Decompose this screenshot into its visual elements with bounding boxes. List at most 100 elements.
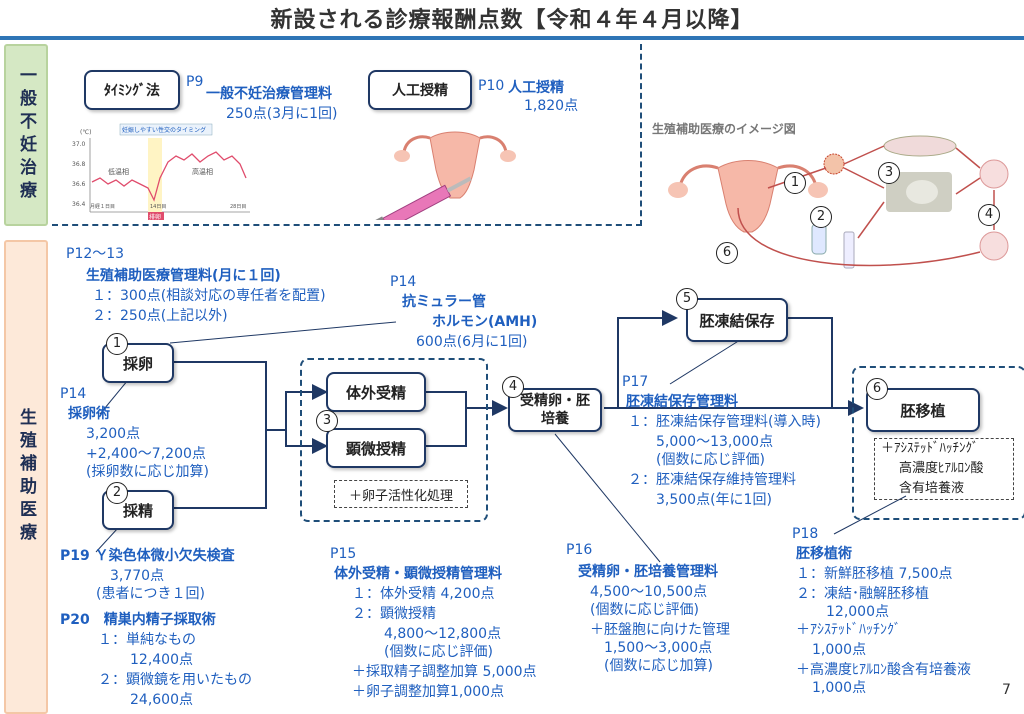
- oocyte-activation-box: ＋卵子活性化処理: [334, 480, 468, 508]
- p17-line3: (個数に応じ評価): [656, 452, 765, 468]
- p19-title-text: Ｙ染色体微小欠失検査: [94, 548, 235, 564]
- p16-line4: 1,500～3,000点: [604, 640, 713, 656]
- p17-line5: 3,500点(年に1回): [656, 492, 772, 508]
- chart-ticks: 37.0 36.8 36.6 36.4: [72, 141, 86, 208]
- timing-page: P9: [186, 74, 204, 90]
- transfer-extra-1: ＋ｱｼｽﾃｯﾄﾞﾊｯﾁﾝｸﾞ: [881, 441, 979, 456]
- p18-line4: ＋ｱｼｽﾃｯﾄﾞﾊｯﾁﾝｸﾞ: [796, 622, 901, 638]
- num-2: 2: [106, 482, 128, 504]
- timing-title: 一般不妊治療管理料: [206, 86, 332, 102]
- icsi-node: 顕微授精: [326, 428, 426, 468]
- svg-text:36.8: 36.8: [72, 161, 86, 168]
- num-4-img: 4: [978, 204, 1000, 226]
- p16-line2: (個数に応じ評価): [590, 602, 699, 618]
- p14-retrieval-line3: (採卵数に応じ加算): [86, 464, 209, 480]
- p17-line4: ２：胚凍結保存維持管理料: [628, 472, 796, 488]
- p14-retrieval-line1: 3,200点: [86, 426, 141, 442]
- transfer-extra-2: 高濃度ﾋｱﾙﾛﾝ酸: [899, 461, 984, 476]
- num-5: 5: [676, 288, 698, 310]
- num-1: 1: [106, 333, 128, 355]
- p14-retrieval-line2: +2,400～7,200点: [86, 446, 206, 462]
- p17-title: 胚凍結保存管理料: [626, 394, 738, 410]
- num-3-img: 3: [878, 162, 900, 184]
- general-area: [52, 44, 642, 226]
- p15-line1: １：体外受精 4,200点: [352, 586, 495, 602]
- p16-line1: 4,500～10,500点: [590, 584, 708, 600]
- ivf-node: 体外受精: [326, 372, 426, 412]
- egg-retrieval-node: 採卵: [102, 343, 174, 383]
- title-underline: [0, 36, 1024, 40]
- p18-line6: ＋高濃度ﾋｱﾙﾛﾝ酸含有培養液: [796, 662, 971, 678]
- p16-page: P16: [566, 542, 593, 558]
- p16-line3: ＋胚盤胞に向けた管理: [590, 622, 730, 638]
- p12-title: 生殖補助医療管理料(月に１回): [86, 268, 281, 284]
- transfer-container: [852, 366, 1024, 520]
- page-title: 新設される診療報酬点数【令和４年４月以降】: [270, 8, 754, 33]
- p19-line1: 3,770点: [110, 568, 165, 584]
- p14-retrieval-page: P14: [60, 386, 87, 402]
- p14-amh-title2: ホルモン(AMH): [432, 314, 538, 330]
- svg-text:37.0: 37.0: [72, 141, 86, 148]
- p12-page: P12～13: [66, 246, 125, 262]
- embryo-culture-node: 受精卵・胚培養: [508, 388, 602, 432]
- p20-title-text: 精巣内精子採取術: [103, 612, 216, 628]
- num-6-img: 6: [716, 242, 738, 264]
- p19-line2: (患者につき１回): [96, 586, 205, 602]
- num-3: 3: [316, 410, 338, 432]
- p18-line1: １：新鮮胚移植 7,500点: [796, 566, 953, 582]
- p14-amh-page: P14: [390, 274, 417, 290]
- p12-line1: １：300点(相談対応の専任者を配置): [92, 288, 326, 304]
- chart-high-label: 高温相: [192, 167, 213, 176]
- image-title: 生殖補助医療のイメージ図: [652, 122, 796, 136]
- ai-title: 人工授精: [508, 80, 564, 96]
- p14-retrieval-title: 採卵術: [68, 406, 110, 422]
- chart-x-mid: 14日目: [150, 204, 166, 210]
- chart-low-label: 低温相: [108, 167, 129, 176]
- chart-x-start: 月経１日目: [90, 203, 115, 210]
- timing-method-box: ﾀｲﾐﾝｸﾞ法: [84, 70, 180, 110]
- p20-title: P20 精巣内精子採取術: [60, 610, 216, 630]
- p16-title: 受精卵・胚培養管理料: [578, 564, 718, 580]
- side-label-general: 一般不妊治療: [4, 44, 48, 226]
- p18-line5: 1,000点: [812, 642, 867, 658]
- chart-caption: 妊娠しやすい性交のタイミング: [122, 126, 206, 134]
- p18-line2: ２：凍結･融解胚移植: [796, 586, 929, 602]
- p15-page: P15: [330, 546, 357, 562]
- art-illustration: [668, 135, 1009, 269]
- p14-amh-points: 600点(6月に1回): [416, 334, 528, 350]
- p15-line6: ＋卵子調整加算1,000点: [352, 684, 505, 700]
- p19-page: P19: [60, 548, 90, 564]
- page-number: 7: [1002, 682, 1011, 698]
- ai-page: P10: [478, 78, 505, 94]
- p15-title: 体外受精・顕微授精管理料: [334, 566, 502, 582]
- p20-line3: ２：顕微鏡を用いたもの: [98, 672, 252, 688]
- p19-title: P19 Ｙ染色体微小欠失検査: [60, 546, 235, 566]
- p20-page: P20: [60, 612, 90, 628]
- chart-unit: (℃): [80, 129, 91, 136]
- p20-line1: １：単純なもの: [98, 632, 196, 648]
- fertilization-container: [300, 358, 488, 522]
- p15-line5: ＋採取精子調整加算 5,000点: [352, 664, 537, 680]
- p17-page: P17: [622, 374, 649, 390]
- embryo-freeze-node: 胚凍結保存: [686, 298, 788, 342]
- artificial-insemination-box: 人工授精: [368, 70, 472, 110]
- p15-line4: (個数に応じ評価): [384, 644, 493, 660]
- p17-line1: １：胚凍結保存管理料(導入時): [628, 414, 821, 430]
- p18-line7: 1,000点: [812, 680, 867, 696]
- p12-line2: ２：250点(上記以外): [92, 308, 228, 324]
- num-1-img: 1: [784, 172, 806, 194]
- p15-line3: 4,800～12,800点: [384, 626, 502, 642]
- p18-line3: 12,000点: [826, 604, 889, 620]
- p20-line2: 12,400点: [130, 652, 193, 668]
- num-2-img: 2: [810, 206, 832, 228]
- timing-points: 250点(3月に1回): [226, 106, 338, 122]
- uterus-syringe-illustration: [375, 131, 516, 220]
- svg-text:36.6: 36.6: [72, 181, 86, 188]
- p15-line2: ２：顕微授精: [352, 606, 436, 622]
- num-4: 4: [502, 376, 524, 398]
- p18-title: 胚移植術: [796, 546, 852, 562]
- p18-page: P18: [792, 526, 819, 542]
- chart-x-end: 28日目: [230, 204, 246, 210]
- side-label-art: 生殖補助医療: [4, 240, 48, 714]
